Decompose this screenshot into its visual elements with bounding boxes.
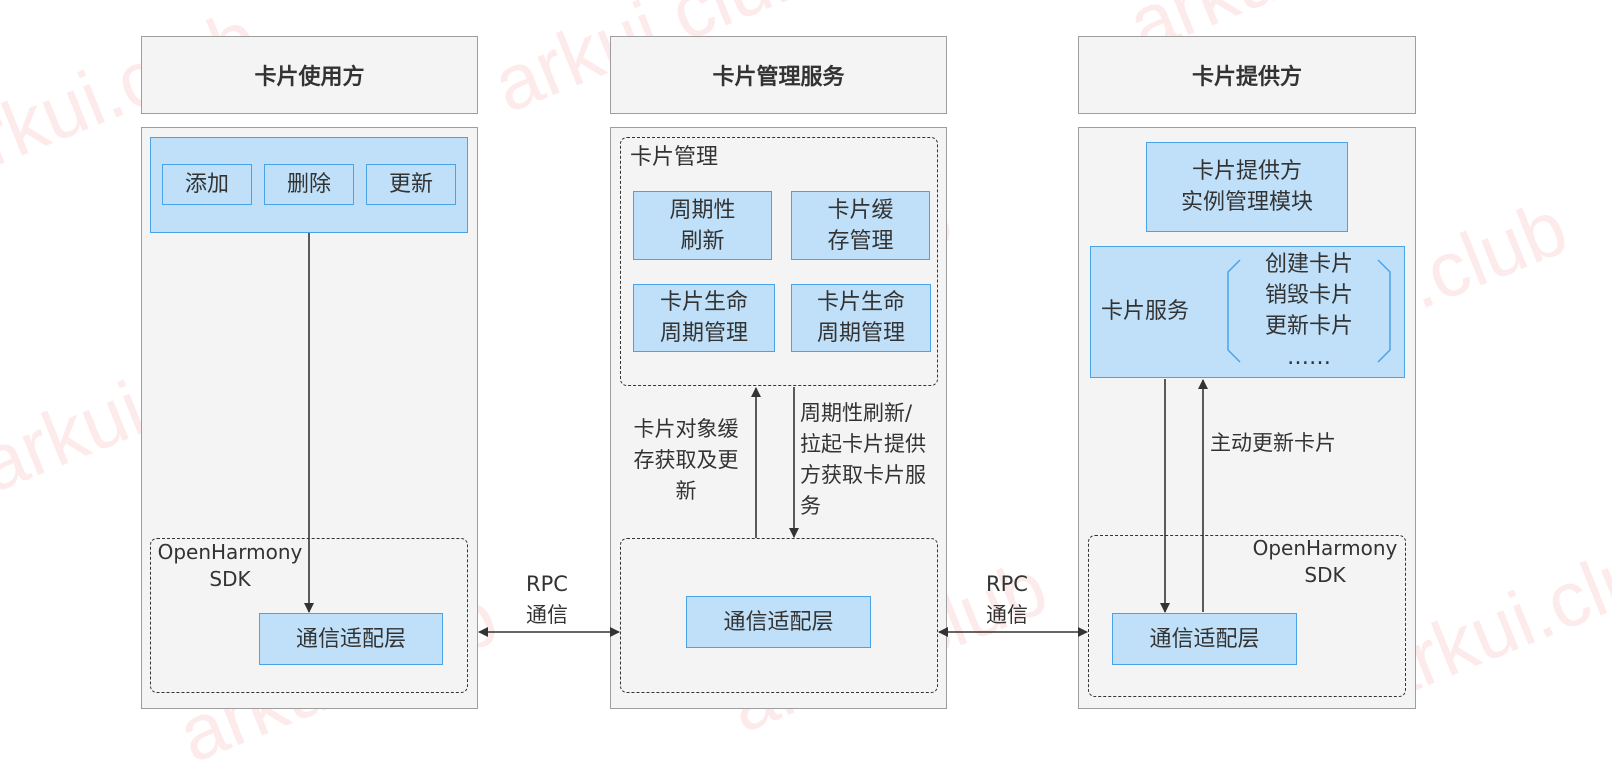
lifecycle-module-2: 卡片生命 周期管理: [791, 284, 931, 352]
rpc-label-left: RPC 通信: [526, 572, 568, 627]
manager-adapter-layer: 通信适配层: [686, 596, 871, 648]
provider-adapter-layer: 通信适配层: [1112, 613, 1297, 665]
active-update-label: 主动更新卡片: [1210, 431, 1336, 455]
card-cache-module: 卡片缓 存管理: [791, 191, 930, 260]
consumer-adapter-layer: 通信适配层: [259, 613, 443, 665]
provider-sdk-group: [1088, 535, 1406, 697]
card-service-items: 创建卡片 销毁卡片 更新卡片 ……: [1264, 252, 1353, 370]
add-action: 添加: [162, 164, 252, 205]
card-management-group: [620, 137, 938, 386]
update-action: 更新: [366, 164, 456, 205]
cache-fetch-update-label: 卡片对象缓 存获取及更 新: [633, 417, 739, 503]
consumer-header: 卡片使用方: [141, 36, 478, 114]
card-service-label: 卡片服务: [1101, 299, 1190, 324]
card-service-box: [1090, 246, 1405, 378]
card-management-title: 卡片管理: [630, 145, 719, 170]
provider-sdk-label: OpenHarmony SDK: [1252, 536, 1398, 587]
lifecycle-module-1: 卡片生命 周期管理: [633, 284, 775, 352]
manager-adapter-group: [620, 538, 938, 693]
card-service-bracket-icon: [1227, 259, 1391, 363]
periodic-refresh-module: 周期性 刷新: [633, 191, 772, 260]
periodic-refresh-label: 周期性刷新/ 拉起卡片提供 方获取卡片服 务: [800, 401, 926, 518]
instance-management-module: 卡片提供方 实例管理模块: [1146, 142, 1348, 232]
rpc-label-right: RPC 通信: [986, 572, 1028, 627]
delete-action: 删除: [264, 164, 354, 205]
provider-header: 卡片提供方: [1078, 36, 1416, 114]
manager-header: 卡片管理服务: [610, 36, 947, 114]
consumer-sdk-label: OpenHarmony SDK: [157, 540, 303, 591]
